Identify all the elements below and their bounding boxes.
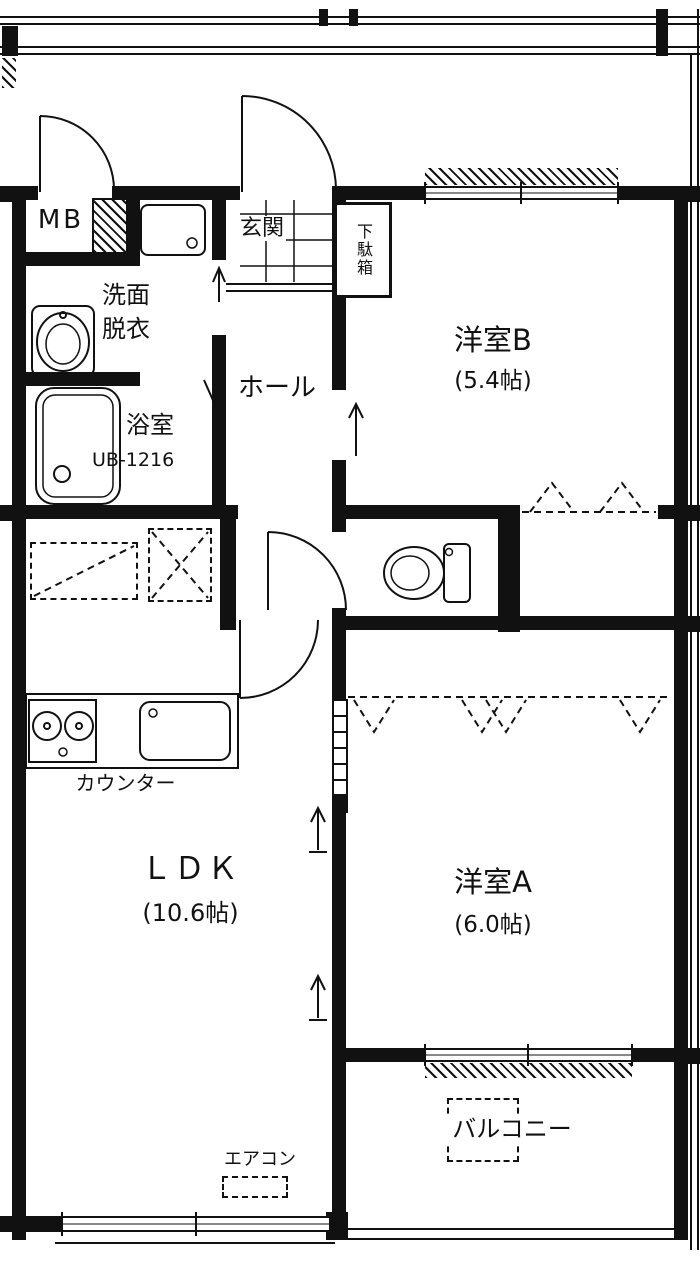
bath-door-mark bbox=[203, 379, 221, 401]
aircon-label: エアコン bbox=[224, 1149, 296, 1170]
room-label-hall: ホール bbox=[237, 373, 316, 403]
window-sill-line bbox=[55, 1242, 335, 1244]
room-label-room-a: 洋室A bbox=[454, 865, 532, 899]
room-size-room-a: (6.0帖) bbox=[454, 912, 532, 938]
folding-door-symbol bbox=[332, 699, 348, 813]
room-label-entrance: 玄関 bbox=[238, 216, 287, 242]
room-size-room-b: (5.4帖) bbox=[454, 368, 532, 394]
room-label-bathroom: 浴室 bbox=[126, 411, 174, 439]
wall bbox=[332, 616, 674, 630]
wall bbox=[332, 1048, 425, 1062]
wall-stub bbox=[688, 616, 700, 632]
wall bbox=[12, 252, 132, 266]
corridor-line bbox=[0, 53, 700, 55]
hatch-corridor-edge bbox=[425, 168, 618, 185]
wall bbox=[212, 186, 226, 260]
balcony-rail bbox=[346, 1228, 688, 1230]
hatch-mark bbox=[2, 58, 16, 88]
bathtub-icon bbox=[35, 387, 121, 505]
aircon-unit-outline bbox=[222, 1176, 288, 1198]
ldk-slide-arrow bbox=[309, 805, 327, 853]
hatch-balcony-edge bbox=[425, 1063, 632, 1078]
entrance-step-line bbox=[226, 283, 332, 292]
washer-pan-drain bbox=[186, 237, 198, 249]
wall bbox=[658, 505, 674, 519]
balcony-label: バルコニー bbox=[436, 1115, 588, 1144]
entrance-door-arc bbox=[241, 95, 337, 192]
washroom-door-arrow bbox=[212, 265, 226, 302]
washbasin-icon bbox=[31, 305, 95, 377]
counter-label: カウンター bbox=[75, 771, 176, 795]
corridor-post bbox=[319, 9, 328, 26]
wall bbox=[220, 505, 236, 630]
ldk-door-arc bbox=[239, 619, 319, 699]
wall-left bbox=[12, 186, 26, 1240]
window-mullions bbox=[61, 182, 633, 1236]
wall-stub bbox=[0, 505, 12, 521]
kitchen-counter-icon bbox=[25, 693, 239, 769]
wall bbox=[112, 186, 240, 200]
wall bbox=[332, 812, 346, 1240]
balcony-rail bbox=[346, 1238, 688, 1240]
wall bbox=[332, 608, 346, 700]
room-label-washroom-2: 脱衣 bbox=[102, 315, 150, 343]
wall bbox=[618, 186, 688, 200]
kitchen-dashed-unit bbox=[148, 528, 212, 602]
wall bbox=[336, 186, 425, 200]
mb-duct-hatch bbox=[92, 198, 132, 254]
wall bbox=[212, 335, 226, 505]
wall-stub bbox=[688, 505, 700, 521]
corridor-post bbox=[656, 9, 668, 56]
wall-stub bbox=[0, 1216, 12, 1232]
room-b-door-arrow bbox=[348, 401, 364, 456]
kitchen-dashed-cross bbox=[151, 531, 209, 599]
corridor-post bbox=[2, 26, 18, 56]
mb-door-arc bbox=[39, 115, 115, 192]
corridor-post bbox=[349, 9, 358, 26]
wall-stub bbox=[688, 1048, 700, 1064]
room-label-room-b: 洋室B bbox=[454, 323, 532, 357]
wall-toilet-closet bbox=[498, 519, 520, 632]
toilet-door-arc bbox=[267, 531, 347, 611]
kitchen-dashed-unit bbox=[30, 542, 138, 600]
party-wall-line bbox=[690, 55, 692, 1250]
corridor-line bbox=[0, 46, 700, 48]
wall bbox=[12, 1216, 62, 1232]
room-label-washroom-1: 洗面 bbox=[102, 281, 150, 309]
room-size-ldk: (10.6帖) bbox=[142, 899, 239, 927]
kitchen-dashed-diagonal bbox=[33, 545, 135, 597]
shoe-cabinet-label: 下駄箱 bbox=[354, 223, 373, 277]
wall-stub bbox=[688, 186, 700, 202]
toilet-icon bbox=[383, 543, 471, 603]
bathroom-model-label: UB-1216 bbox=[92, 449, 175, 471]
room-label-ldk: ＬＤＫ bbox=[141, 851, 240, 887]
wall-stub bbox=[0, 186, 12, 202]
room-label-mb: MB bbox=[37, 205, 85, 235]
shoe-cabinet: 下駄箱 bbox=[334, 202, 392, 298]
closet-a-hanger-marks bbox=[353, 699, 661, 734]
wall bbox=[632, 1048, 674, 1062]
closet-b-hanger-marks bbox=[529, 481, 645, 513]
wall bbox=[12, 505, 238, 519]
wall-right bbox=[674, 186, 688, 1240]
ldk-slide-arrow bbox=[309, 973, 327, 1021]
wall-pillar bbox=[326, 1212, 348, 1240]
wall bbox=[332, 505, 520, 519]
